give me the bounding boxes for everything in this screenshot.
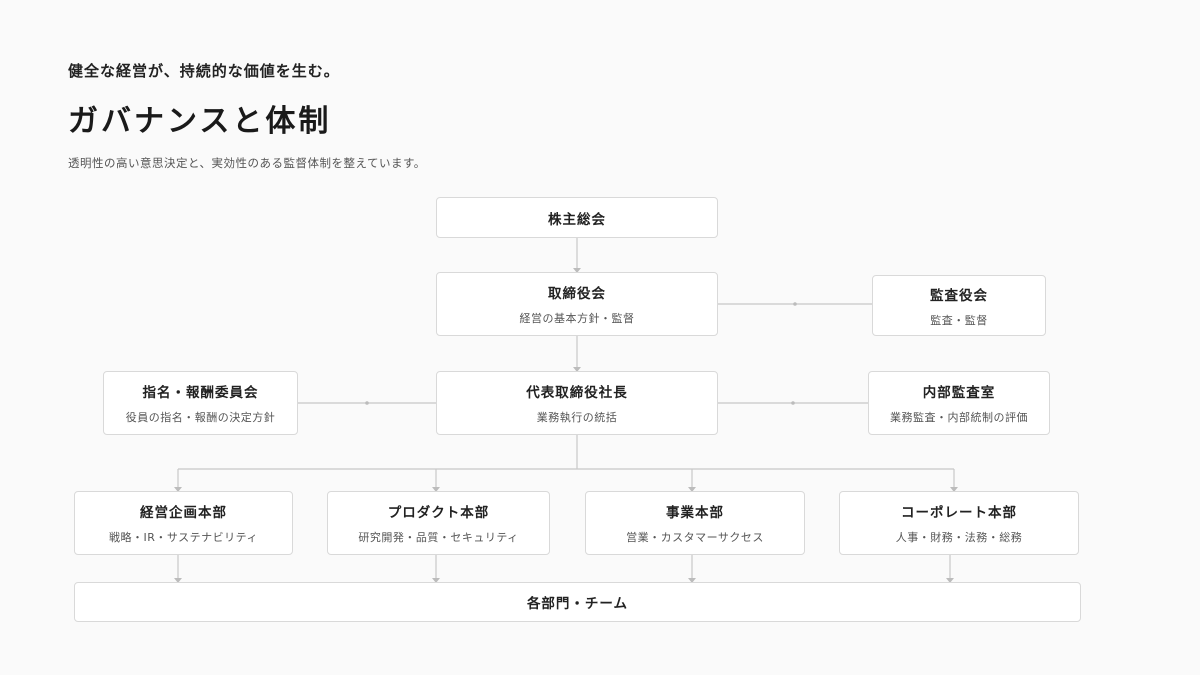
node-shareholders: 株主総会: [436, 197, 718, 238]
node-title: 指名・報酬委員会: [142, 385, 259, 401]
node-desc: 戦略・IR・サステナビリティ: [108, 531, 258, 544]
node-division-corporate: コーポレート本部 人事・財務・法務・総務: [839, 491, 1079, 555]
node-auditors: 監査役会 監査・監督: [872, 275, 1046, 336]
node-title: 経営企画本部: [140, 505, 227, 521]
tagline: 健全な経営が、持続的な価値を生む。: [68, 62, 340, 80]
node-title: 内部監査室: [922, 385, 996, 401]
page-subtitle: 透明性の高い意思決定と、実効性のある監督体制を整えています。: [68, 156, 426, 170]
node-title: 取締役会: [548, 286, 606, 302]
node-title: コーポレート本部: [901, 505, 1017, 521]
node-desc: 業務執行の統括: [536, 411, 618, 424]
node-division-business: 事業本部 営業・カスタマーサクセス: [585, 491, 805, 555]
node-division-product: プロダクト本部 研究開発・品質・セキュリティ: [327, 491, 550, 555]
node-title: 代表取締役社長: [526, 385, 628, 401]
page-title: ガバナンスと体制: [68, 104, 332, 139]
node-title: 事業本部: [666, 505, 724, 521]
node-desc: 役員の指名・報酬の決定方針: [125, 411, 276, 424]
node-desc: 経営の基本方針・監督: [519, 312, 635, 325]
node-title: 各部門・チーム: [526, 596, 629, 612]
node-title: 株主総会: [548, 211, 606, 228]
node-teams: 各部門・チーム: [74, 582, 1081, 622]
node-title: プロダクト本部: [387, 505, 490, 521]
node-board: 取締役会 経営の基本方針・監督: [436, 272, 718, 336]
node-ceo: 代表取締役社長 業務執行の統括: [436, 371, 718, 435]
node-desc: 監査・監督: [930, 313, 988, 327]
node-committee: 指名・報酬委員会 役員の指名・報酬の決定方針: [103, 371, 298, 435]
node-desc: 研究開発・品質・セキュリティ: [358, 531, 519, 544]
node-internal-audit: 内部監査室 業務監査・内部統制の評価: [868, 371, 1050, 435]
node-desc: 営業・カスタマーサクセス: [626, 531, 764, 544]
node-division-planning: 経営企画本部 戦略・IR・サステナビリティ: [74, 491, 293, 555]
node-title: 監査役会: [930, 287, 988, 304]
node-desc: 人事・財務・法務・総務: [895, 531, 1023, 544]
node-desc: 業務監査・内部統制の評価: [890, 411, 1028, 424]
